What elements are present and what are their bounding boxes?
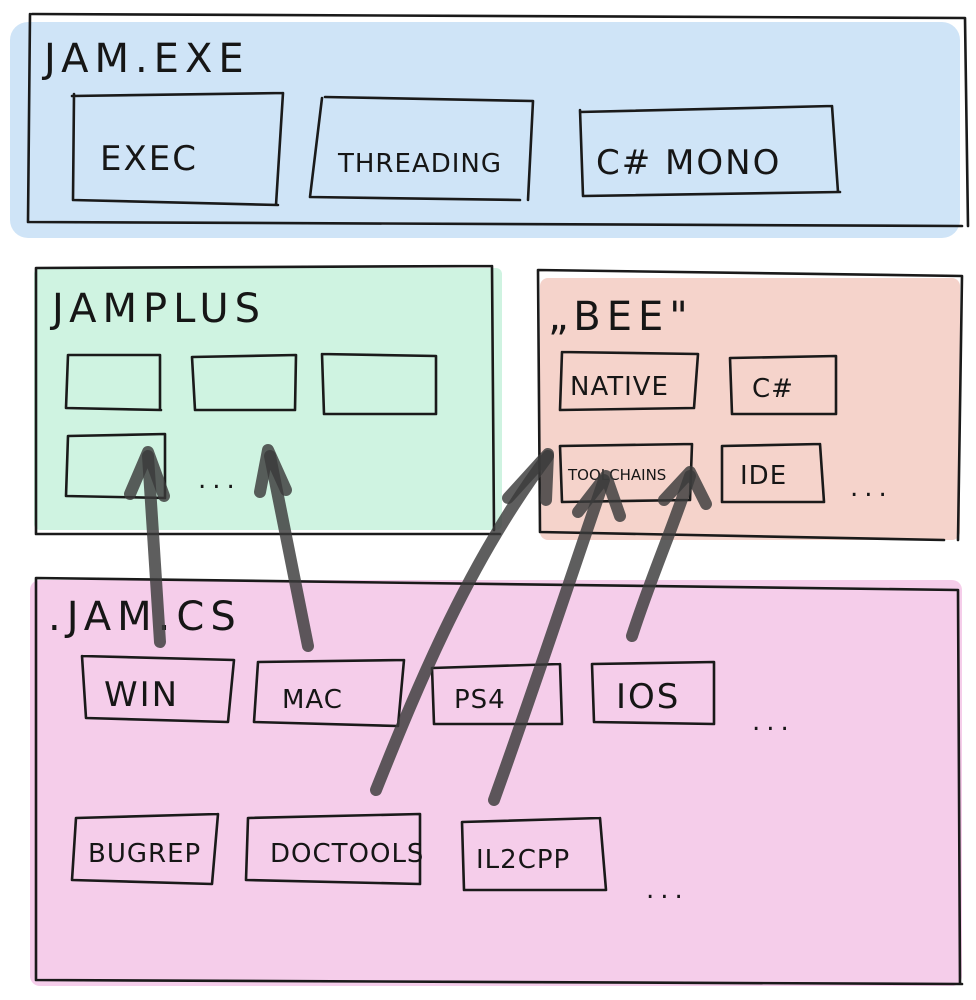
jam-cs-box-ps4: PS4: [430, 662, 564, 726]
bee-panel: „BEE" NATIVE C# TOOLCHAINS IDE ...: [536, 268, 964, 542]
bee-box-csharp: C#: [728, 354, 838, 416]
jamplus-ellipsis: ...: [198, 465, 241, 495]
bee-box-ide-label: IDE: [740, 461, 787, 491]
jam-cs-box-ps4-label: PS4: [454, 685, 506, 715]
jam-exe-box-csmono: C# MONO: [578, 104, 842, 198]
bee-box-ide: IDE: [720, 442, 826, 504]
jam-cs-box-mac: MAC: [252, 658, 406, 728]
jamplus-border: [34, 264, 502, 536]
jam-exe-box-threading-label: THREADING: [337, 149, 502, 179]
dependency-arrows: [124, 444, 712, 806]
jamplus-panel: JAMPLUS ...: [34, 264, 502, 536]
jam-cs-title: .JAM.CS: [48, 594, 242, 640]
jam-cs-box-win: WIN: [80, 654, 236, 724]
jam-exe-box-exec: EXEC: [70, 91, 285, 207]
bee-border: [536, 268, 964, 542]
jamplus-title: JAMPLUS: [49, 286, 266, 332]
bee-background: [540, 278, 960, 540]
jam-exe-panel: JAM.EXE EXEC THREADING C# MONO: [10, 12, 970, 238]
arrow-il2cpp-to-toolchains: [488, 470, 626, 806]
jam-cs-row2-ellipsis: ...: [646, 875, 689, 905]
jam-cs-box-mac-label: MAC: [282, 685, 343, 715]
bee-ellipsis: ...: [850, 473, 893, 503]
jam-cs-box-bugrep-label: BUGREP: [88, 839, 201, 869]
jam-cs-box-il2cpp: IL2CPP: [460, 816, 608, 892]
bee-box-native: NATIVE: [558, 350, 700, 412]
jam-cs-box-ios: IOS: [590, 660, 716, 726]
jam-cs-box-ios-label: IOS: [616, 677, 680, 717]
jam-exe-box-csmono-label: C# MONO: [596, 143, 781, 183]
jam-cs-box-il2cpp-label: IL2CPP: [476, 845, 570, 875]
bee-box-toolchains: TOOLCHAINS: [558, 442, 694, 504]
jam-cs-row1-ellipsis: ...: [752, 707, 795, 737]
jamplus-slot-1: [64, 353, 163, 412]
jam-exe-title: JAM.EXE: [41, 36, 250, 82]
arrow-ios-to-ide: [626, 466, 712, 642]
jam-exe-background: [10, 22, 960, 238]
arrow-doctools-to-toolchains: [370, 448, 554, 796]
jam-exe-box-threading: THREADING: [308, 95, 535, 202]
bee-box-csharp-label: C#: [752, 374, 794, 404]
jamplus-slot-2: [190, 353, 298, 412]
jam-cs-box-doctools-label: DOCTOOLS: [270, 839, 424, 869]
bee-box-native-label: NATIVE: [570, 372, 669, 402]
arrow-mac-to-jamplus: [254, 444, 314, 652]
jam-cs-border: [34, 576, 964, 986]
bee-box-toolchains-label: TOOLCHAINS: [567, 466, 666, 484]
jam-cs-box-win-label: WIN: [104, 675, 179, 715]
jam-cs-box-bugrep: BUGREP: [70, 812, 220, 886]
jam-exe-box-exec-label: EXEC: [100, 139, 198, 179]
bee-title: „BEE": [548, 294, 694, 340]
jam-cs-box-doctools: DOCTOOLS: [244, 812, 424, 886]
jamplus-slot-3: [320, 352, 438, 416]
jam-exe-border: [26, 12, 970, 228]
jamplus-slot-4: [64, 432, 167, 500]
arrow-win-to-jamplus: [124, 446, 170, 648]
